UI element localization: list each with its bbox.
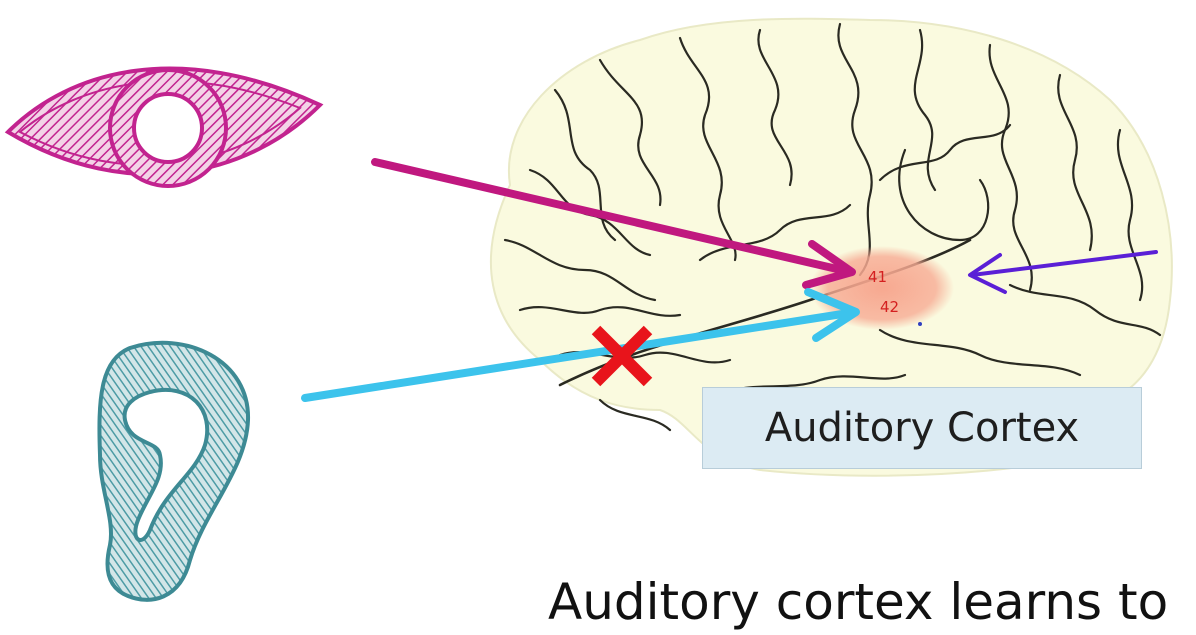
brain-icon: 41 42 — [490, 17, 1173, 477]
area-label-42: 42 — [880, 298, 899, 316]
cross-icon — [591, 325, 653, 387]
eye-to-cortex-arrow — [371, 158, 856, 289]
eye-icon — [4, 66, 324, 188]
ear-to-cortex-arrow — [301, 288, 860, 402]
area-label-41: 41 — [868, 268, 887, 286]
right-input-arrow — [968, 250, 1158, 294]
ear-icon — [97, 340, 251, 602]
auditory-cortex-label: Auditory Cortex — [702, 387, 1142, 469]
caption-text: Auditory cortex learns to — [548, 573, 1169, 631]
